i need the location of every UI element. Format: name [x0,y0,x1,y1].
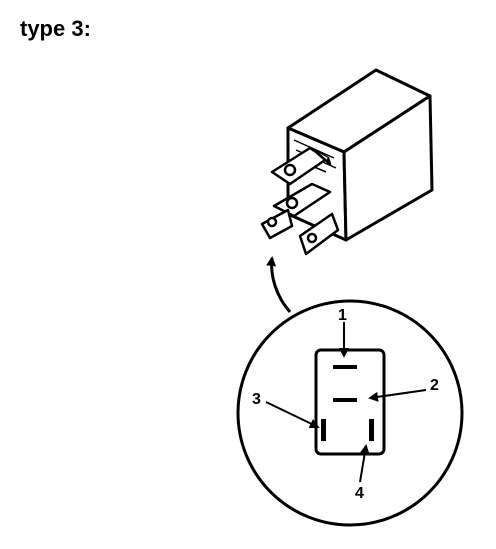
pin-3-blade [321,419,326,441]
terminal-bottom-right [298,212,340,256]
pin-leaders [265,322,427,483]
pin-4-blade [369,419,374,441]
pin-4-leader [359,444,370,483]
pin-3-label: 3 [252,391,261,408]
pin-3-leader [265,401,320,429]
pin-2-blade [333,398,357,402]
pin-4-label: 4 [355,485,364,502]
terminal-bottom-left [260,208,294,240]
pin-2-label: 2 [430,377,439,394]
terminal-top [270,146,332,186]
pin-1-label: 1 [338,307,347,324]
pin-1-blade [333,365,357,369]
pin-blades [321,365,374,441]
diagram-heading: type 3: [20,16,91,41]
magnifier-arrow [266,256,292,313]
pin-2-leader [368,389,427,402]
